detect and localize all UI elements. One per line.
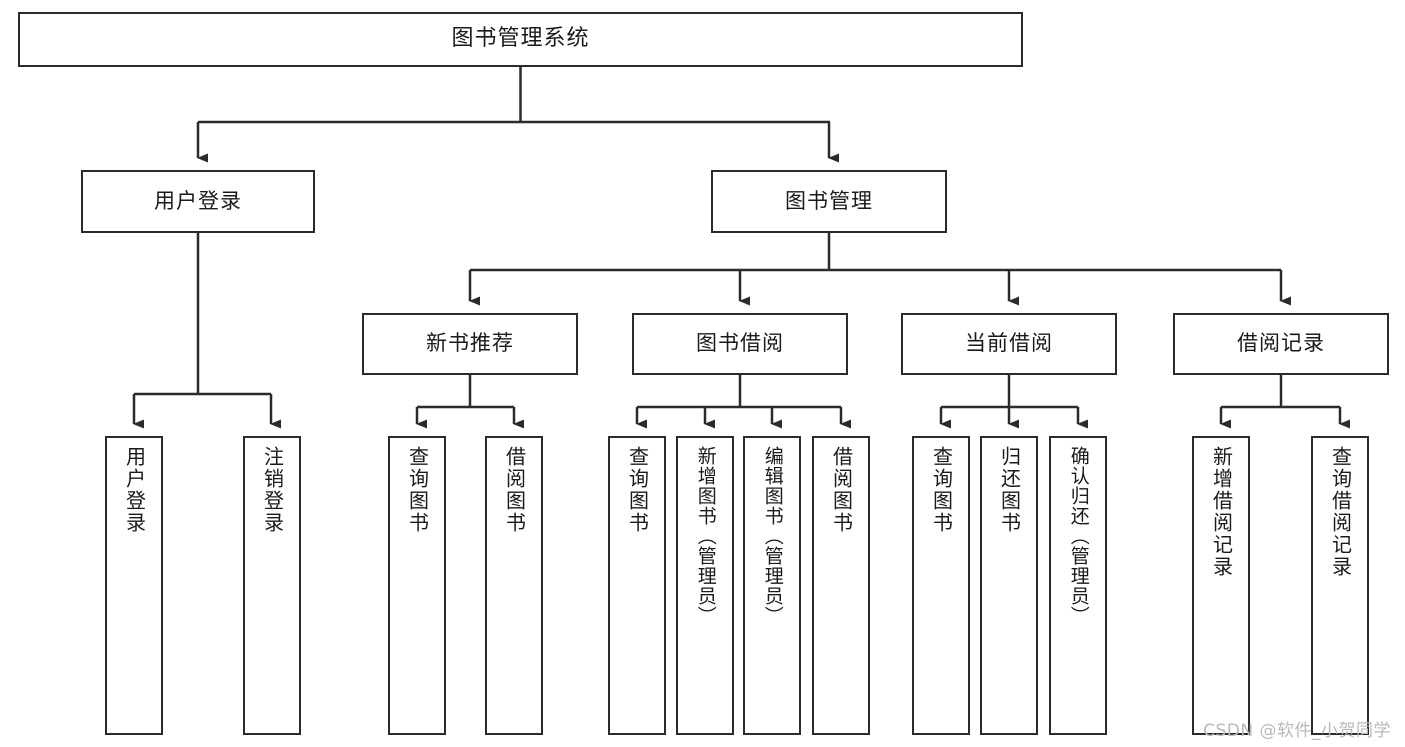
leaf-label: 注销登录: [260, 446, 285, 534]
leaf-query-borrow-record[interactable]: 查询借阅记录: [1311, 436, 1369, 735]
node-current-borrow[interactable]: 当前借阅: [901, 313, 1117, 375]
leaf-query-book-current[interactable]: 查询图书: [912, 436, 970, 735]
leaf-label: 查询借阅记录: [1328, 446, 1353, 578]
leaf-add-book-admin[interactable]: 新增图书（管理员）: [676, 436, 734, 735]
leaf-label: 确认归还（管理员）: [1067, 446, 1090, 626]
leaf-borrow-book-recommend[interactable]: 借阅图书: [485, 436, 543, 735]
leaf-logout[interactable]: 注销登录: [243, 436, 301, 735]
leaf-label: 借阅图书: [502, 446, 527, 534]
node-new-book-recommend[interactable]: 新书推荐: [362, 313, 578, 375]
watermark-text: CSDN @软件_小贺同学: [1203, 721, 1391, 741]
leaf-borrow-book[interactable]: 借阅图书: [812, 436, 870, 735]
leaf-label: 归还图书: [997, 446, 1022, 534]
node-user-login[interactable]: 用户登录: [81, 170, 315, 233]
node-book-borrow[interactable]: 图书借阅: [632, 313, 848, 375]
node-borrow-record[interactable]: 借阅记录: [1173, 313, 1389, 375]
leaf-label: 编辑图书（管理员）: [761, 446, 784, 626]
leaf-return-book[interactable]: 归还图书: [980, 436, 1038, 735]
node-root-system[interactable]: 图书管理系统: [18, 12, 1023, 67]
leaf-add-borrow-record[interactable]: 新增借阅记录: [1192, 436, 1250, 735]
leaf-label: 查询图书: [625, 446, 650, 534]
leaf-label: 查询图书: [929, 446, 954, 534]
leaf-query-book-borrow[interactable]: 查询图书: [608, 436, 666, 735]
leaf-label: 新增借阅记录: [1209, 446, 1234, 578]
leaf-confirm-return-admin[interactable]: 确认归还（管理员）: [1049, 436, 1107, 735]
leaf-label: 用户登录: [122, 446, 147, 534]
leaf-user-login[interactable]: 用户登录: [105, 436, 163, 735]
leaf-label: 借阅图书: [829, 446, 854, 534]
leaf-label: 查询图书: [405, 446, 430, 534]
leaf-query-book-recommend[interactable]: 查询图书: [388, 436, 446, 735]
leaf-edit-book-admin[interactable]: 编辑图书（管理员）: [743, 436, 801, 735]
leaf-label: 新增图书（管理员）: [694, 446, 717, 626]
node-book-management[interactable]: 图书管理: [711, 170, 947, 233]
